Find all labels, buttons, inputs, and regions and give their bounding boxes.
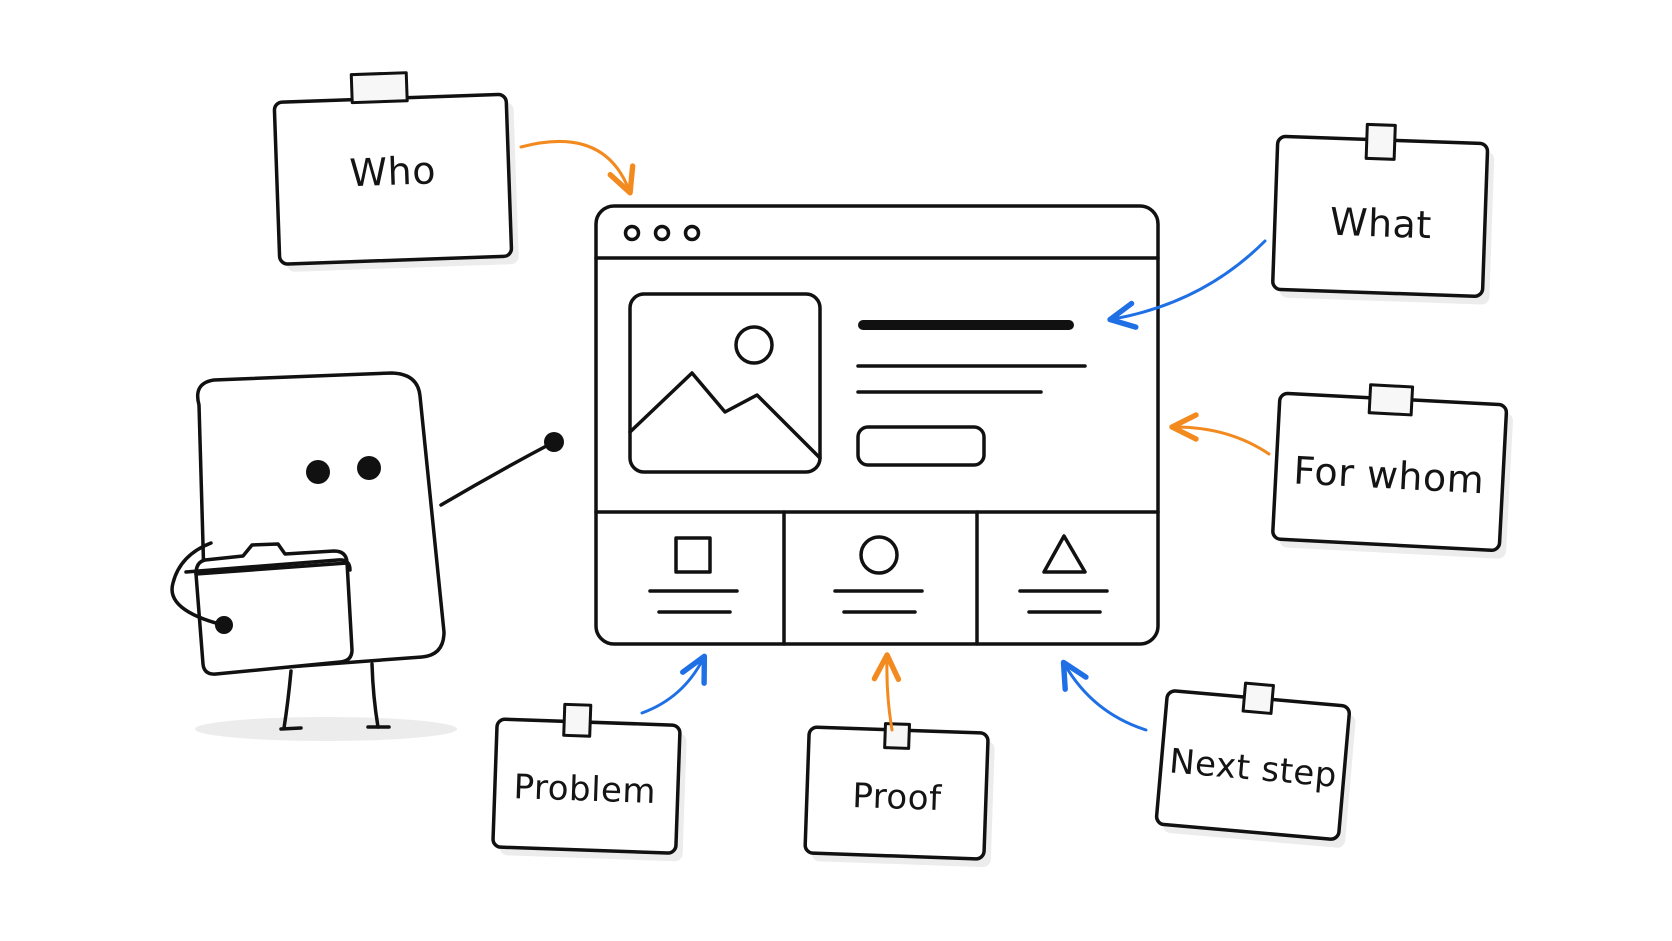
- note-proof-tape: [883, 722, 911, 750]
- note-what-tape: [1364, 122, 1397, 161]
- character-left-foot: [279, 726, 303, 731]
- browser-dot-1: [623, 224, 641, 242]
- arrow-problem-to-feature-1: [640, 653, 708, 715]
- arrow-what-to-hero: [1107, 239, 1267, 330]
- note-problem-label: Problem: [513, 767, 657, 812]
- note-who-tape: [349, 71, 409, 105]
- note-what-label: What: [1329, 200, 1432, 248]
- feature-column-1: [648, 536, 739, 614]
- note-for-whom-label: For whom: [1292, 448, 1485, 502]
- note-for-whom-tape: [1367, 383, 1415, 417]
- character-left-leg: [282, 669, 293, 730]
- note-who: Who: [272, 71, 519, 272]
- note-next-step-tape: [1241, 681, 1275, 715]
- arrow-for-whom-to-window: [1169, 412, 1271, 456]
- square-icon: [674, 536, 712, 574]
- character-right-eye: [357, 456, 381, 480]
- note-what: What: [1271, 122, 1495, 305]
- note-for-whom: For whom: [1271, 383, 1513, 559]
- feature-column-3: [1018, 534, 1109, 614]
- note-next-step: Next step: [1154, 681, 1356, 848]
- character-hand-dot: [544, 432, 564, 452]
- feature-column-2: [833, 535, 924, 614]
- browser-window: [594, 204, 1160, 646]
- note-proof-label: Proof: [852, 776, 943, 819]
- arrow-proof-to-feature-2: [871, 652, 902, 732]
- note-who-label: Who: [349, 148, 437, 195]
- arrow-next-step-to-feature-3: [1060, 659, 1148, 732]
- note-problem-tape: [562, 702, 593, 738]
- triangle-icon: [1042, 534, 1087, 574]
- browser-dot-3: [683, 224, 701, 242]
- character-pointing-arm: [439, 441, 554, 507]
- character-ground-shadow: [195, 717, 457, 741]
- circle-icon: [859, 535, 899, 575]
- image-placeholder-icon: [628, 292, 822, 474]
- character-right-leg: [370, 662, 380, 729]
- arrow-who-to-window: [519, 139, 636, 196]
- hero-headline-bar: [858, 320, 1074, 330]
- folder-icon: [170, 541, 354, 676]
- note-proof: Proof: [803, 722, 995, 868]
- character-holding-hand-dot: [215, 616, 233, 634]
- character-left-eye: [306, 460, 330, 484]
- hero-cta-button-outline: [856, 425, 986, 467]
- browser-dot-2: [653, 224, 671, 242]
- note-problem: Problem: [491, 702, 687, 862]
